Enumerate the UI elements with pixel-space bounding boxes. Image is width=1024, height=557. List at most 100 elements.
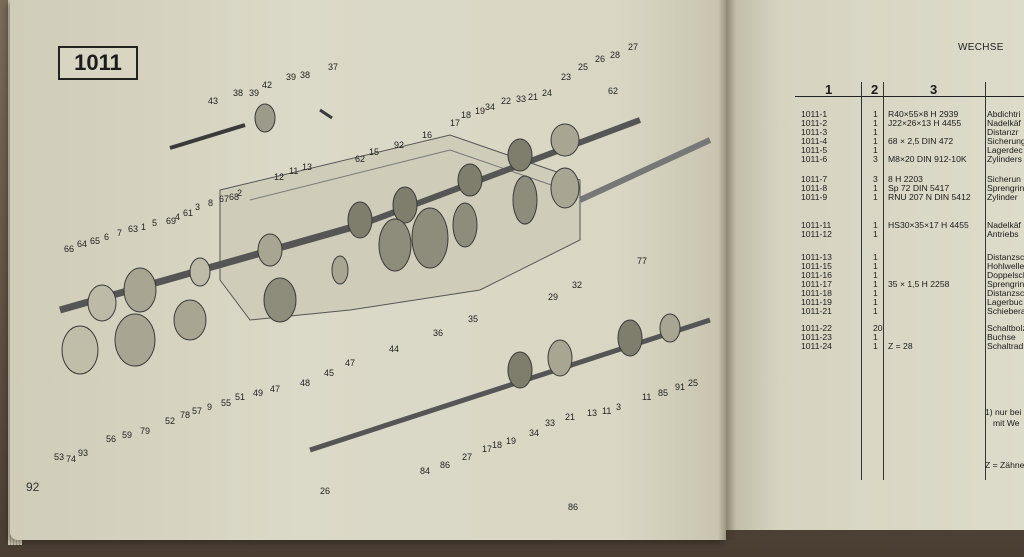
part-callout-number: 68 [229, 192, 239, 202]
row-quantity: 3 [873, 154, 878, 164]
part-callout-number: 11 [289, 166, 298, 176]
row-position: 1011-12 [801, 229, 832, 239]
part-callout-number: 7 [117, 228, 122, 238]
page-number: 92 [26, 480, 40, 494]
row-quantity: 1 [873, 261, 878, 271]
part-callout-number: 43 [208, 96, 218, 106]
section-number: 1011 [74, 50, 122, 75]
part-callout-number: 91 [675, 382, 685, 392]
row-description: Schaltrad [987, 341, 1024, 351]
row-description: Lagerdec [987, 145, 1023, 155]
part-callout-number: 27 [462, 452, 472, 462]
row-specification: 68 × 2,5 DIN 472 [888, 136, 954, 146]
row-position: 1011-13 [801, 252, 832, 262]
part-callout-number: 17 [482, 444, 492, 454]
part-callout-number: 45 [324, 368, 334, 378]
row-position: 1011-17 [801, 279, 832, 289]
row-quantity: 1 [873, 341, 878, 351]
part-callout-number: 36 [433, 328, 443, 338]
part-callout-number: 19 [506, 436, 516, 446]
part-callout-number: 51 [235, 392, 245, 402]
row-quantity: 1 [873, 183, 878, 193]
part-callout-number: 27 [628, 42, 638, 52]
row-quantity: 1 [873, 136, 878, 146]
row-position: 1011-4 [801, 136, 828, 146]
part-callout-number: 13 [587, 408, 597, 418]
part-callout-number: 25 [578, 62, 588, 72]
column-header-3: 3 [930, 82, 938, 97]
part-callout-number: 26 [320, 486, 330, 496]
row-description: Buchse [987, 332, 1016, 342]
row-quantity: 1 [873, 279, 878, 289]
row-quantity: 1 [873, 118, 878, 128]
row-description: Sprengrin [987, 279, 1024, 289]
part-callout-number: 21 [565, 412, 575, 422]
row-position: 1011-18 [801, 288, 832, 298]
row-description: Sprengrin [987, 183, 1024, 193]
row-position: 1011-24 [801, 341, 832, 351]
part-callout-number: 57 [192, 406, 202, 416]
row-quantity: 1 [873, 306, 878, 316]
row-quantity: 1 [873, 220, 878, 230]
row-specification: M8×20 DIN 912-10K [888, 154, 967, 164]
column-header-2: 2 [871, 82, 879, 97]
part-callout-number: 4 [175, 212, 180, 222]
part-callout-number: 18 [461, 110, 471, 120]
row-specification: Z = 28 [888, 341, 913, 351]
part-callout-number: 66 [64, 244, 74, 254]
row-description: Nadelkäf [987, 118, 1021, 128]
part-callout-number: 33 [545, 418, 555, 428]
row-specification: RNU 207 N DIN 5412 [888, 192, 971, 202]
row-specification: HS30×35×17 H 4455 [888, 220, 969, 230]
part-callout-number: 65 [90, 236, 100, 246]
row-quantity: 1 [873, 270, 878, 280]
part-callout-number: 39 [249, 88, 259, 98]
row-quantity: 3 [873, 174, 878, 184]
part-callout-number: 77 [637, 256, 647, 266]
row-position: 1011-15 [801, 261, 832, 271]
row-position: 1011-2 [801, 118, 828, 128]
row-position: 1011-21 [801, 306, 832, 316]
row-position: 1011-23 [801, 332, 832, 342]
part-callout-number: 2 [237, 188, 242, 198]
row-description: Hohlwelle [987, 261, 1024, 271]
column-divider [861, 82, 862, 480]
part-callout-number: 23 [561, 72, 571, 82]
row-quantity: 1 [873, 288, 878, 298]
part-callout-number: 11 [642, 392, 651, 402]
row-quantity: 1 [873, 192, 878, 202]
part-callout-number: 38 [233, 88, 243, 98]
row-quantity: 1 [873, 297, 878, 307]
part-callout-number: 34 [529, 428, 539, 438]
row-position: 1011-16 [801, 270, 832, 280]
part-callout-number: 21 [528, 92, 538, 102]
part-callout-number: 1 [141, 222, 146, 232]
part-callout-number: 42 [262, 80, 272, 90]
part-callout-number: 69 [166, 216, 176, 226]
part-callout-number: 62 [608, 86, 618, 96]
column-divider [883, 82, 884, 480]
part-callout-number: 34 [485, 102, 495, 112]
part-callout-number: 52 [165, 416, 175, 426]
footnote-z: Z = Zähne [985, 460, 1024, 470]
part-callout-number: 17 [450, 118, 460, 128]
part-callout-number: 55 [221, 398, 231, 408]
row-quantity: 1 [873, 252, 878, 262]
row-position: 1011-1 [801, 109, 828, 119]
part-callout-number: 32 [572, 280, 582, 290]
row-description: Zylinders [987, 154, 1022, 164]
row-specification: R40×55×8 H 2939 [888, 109, 959, 119]
row-description: Schaltbolz [987, 323, 1024, 333]
row-description: Lagerbuc [987, 297, 1023, 307]
row-description: Nadelkäf [987, 220, 1021, 230]
footnote-continuation: mit We [993, 418, 1020, 428]
part-callout-number: 59 [122, 430, 132, 440]
part-callout-number: 38 [300, 70, 310, 80]
row-specification: J22×26×13 H 4455 [888, 118, 962, 128]
section-number-box: 1011 [58, 46, 138, 80]
part-callout-number: 9 [207, 402, 212, 412]
row-description: Abdichtri [987, 109, 1021, 119]
part-callout-number: 3 [616, 402, 621, 412]
part-callout-number: 74 [66, 454, 76, 464]
